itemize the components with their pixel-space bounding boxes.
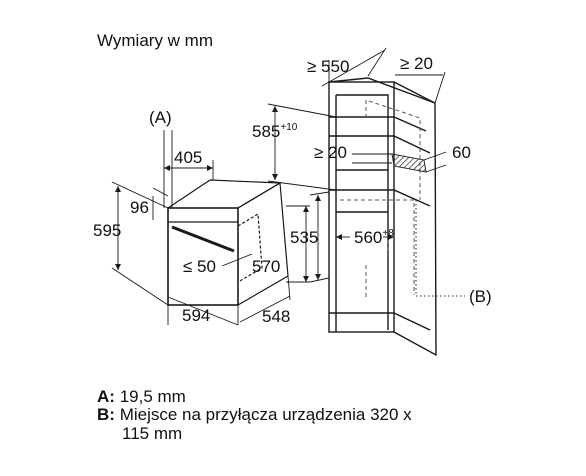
cabinet-dimension-lines [267,47,447,283]
vent-slot [391,153,427,173]
niche-depth-label: 535 [290,228,319,247]
oven-dimension-lines [111,130,310,326]
gap-limit-label: ≤ 50 [183,257,216,276]
body-height-label: 570 [252,257,281,276]
cabinet-back [335,94,389,332]
vent-depth-label: 60 [452,143,471,162]
cabinet-hidden-lines [340,99,421,300]
oven-front [167,207,239,306]
oven-flange [237,212,263,283]
cabinet-shelf-upper [329,135,431,154]
callout-a-label: (A) [149,108,172,127]
cabinet-side [393,81,437,357]
back-gap-label: ≥ 20 [400,54,433,73]
oven-height-label: 595 [93,221,122,240]
cabinet-shelf-bottom [329,312,431,331]
niche-height-value: 585 [252,122,281,141]
cabinet-drawing [328,77,437,357]
oven-width-label: 594 [182,306,211,325]
oven-drawing [167,179,289,306]
cabinet-top [328,77,436,104]
legend-a-text: 19,5 mm [119,387,186,406]
oven-depth-label: 548 [262,307,291,326]
legend-b: B: Miejsce na przyłącza urządzenia 320 x [97,406,412,424]
cabinet-depth-label: ≥ 550 [307,57,350,76]
legend-b-key: B: [97,405,115,424]
connection-area [415,200,465,297]
cabinet-shelf-top [329,116,427,132]
cabinet-front [328,81,395,333]
vent-gap-label: ≥ 20 [314,143,347,162]
legend-a-key: A: [97,387,115,406]
legend-b-continued: 115 mm [122,424,183,443]
cabinet-shelf-lower [329,189,431,207]
niche-height-label: 585+10 [252,122,297,142]
niche-width-label: 560+8 [354,228,394,248]
callout-b-label: (B) [469,287,492,306]
dimension-arrows [115,106,394,282]
niche-height-tolerance: +10 [280,122,298,133]
oven-handle [171,225,235,253]
door-width-label: 405 [174,148,203,167]
page-title: Wymiary w mm [97,31,213,50]
legend-b-text: Miejsce na przyłącza urządzenia 320 x [119,405,412,424]
oven-side [237,181,289,306]
legend-a: A: 19,5 mm [97,388,186,406]
panel-height-label: 96 [130,198,149,217]
niche-width-tolerance: +8 [382,228,394,239]
oven-top [167,179,283,209]
niche-width-value: 560 [354,228,383,247]
